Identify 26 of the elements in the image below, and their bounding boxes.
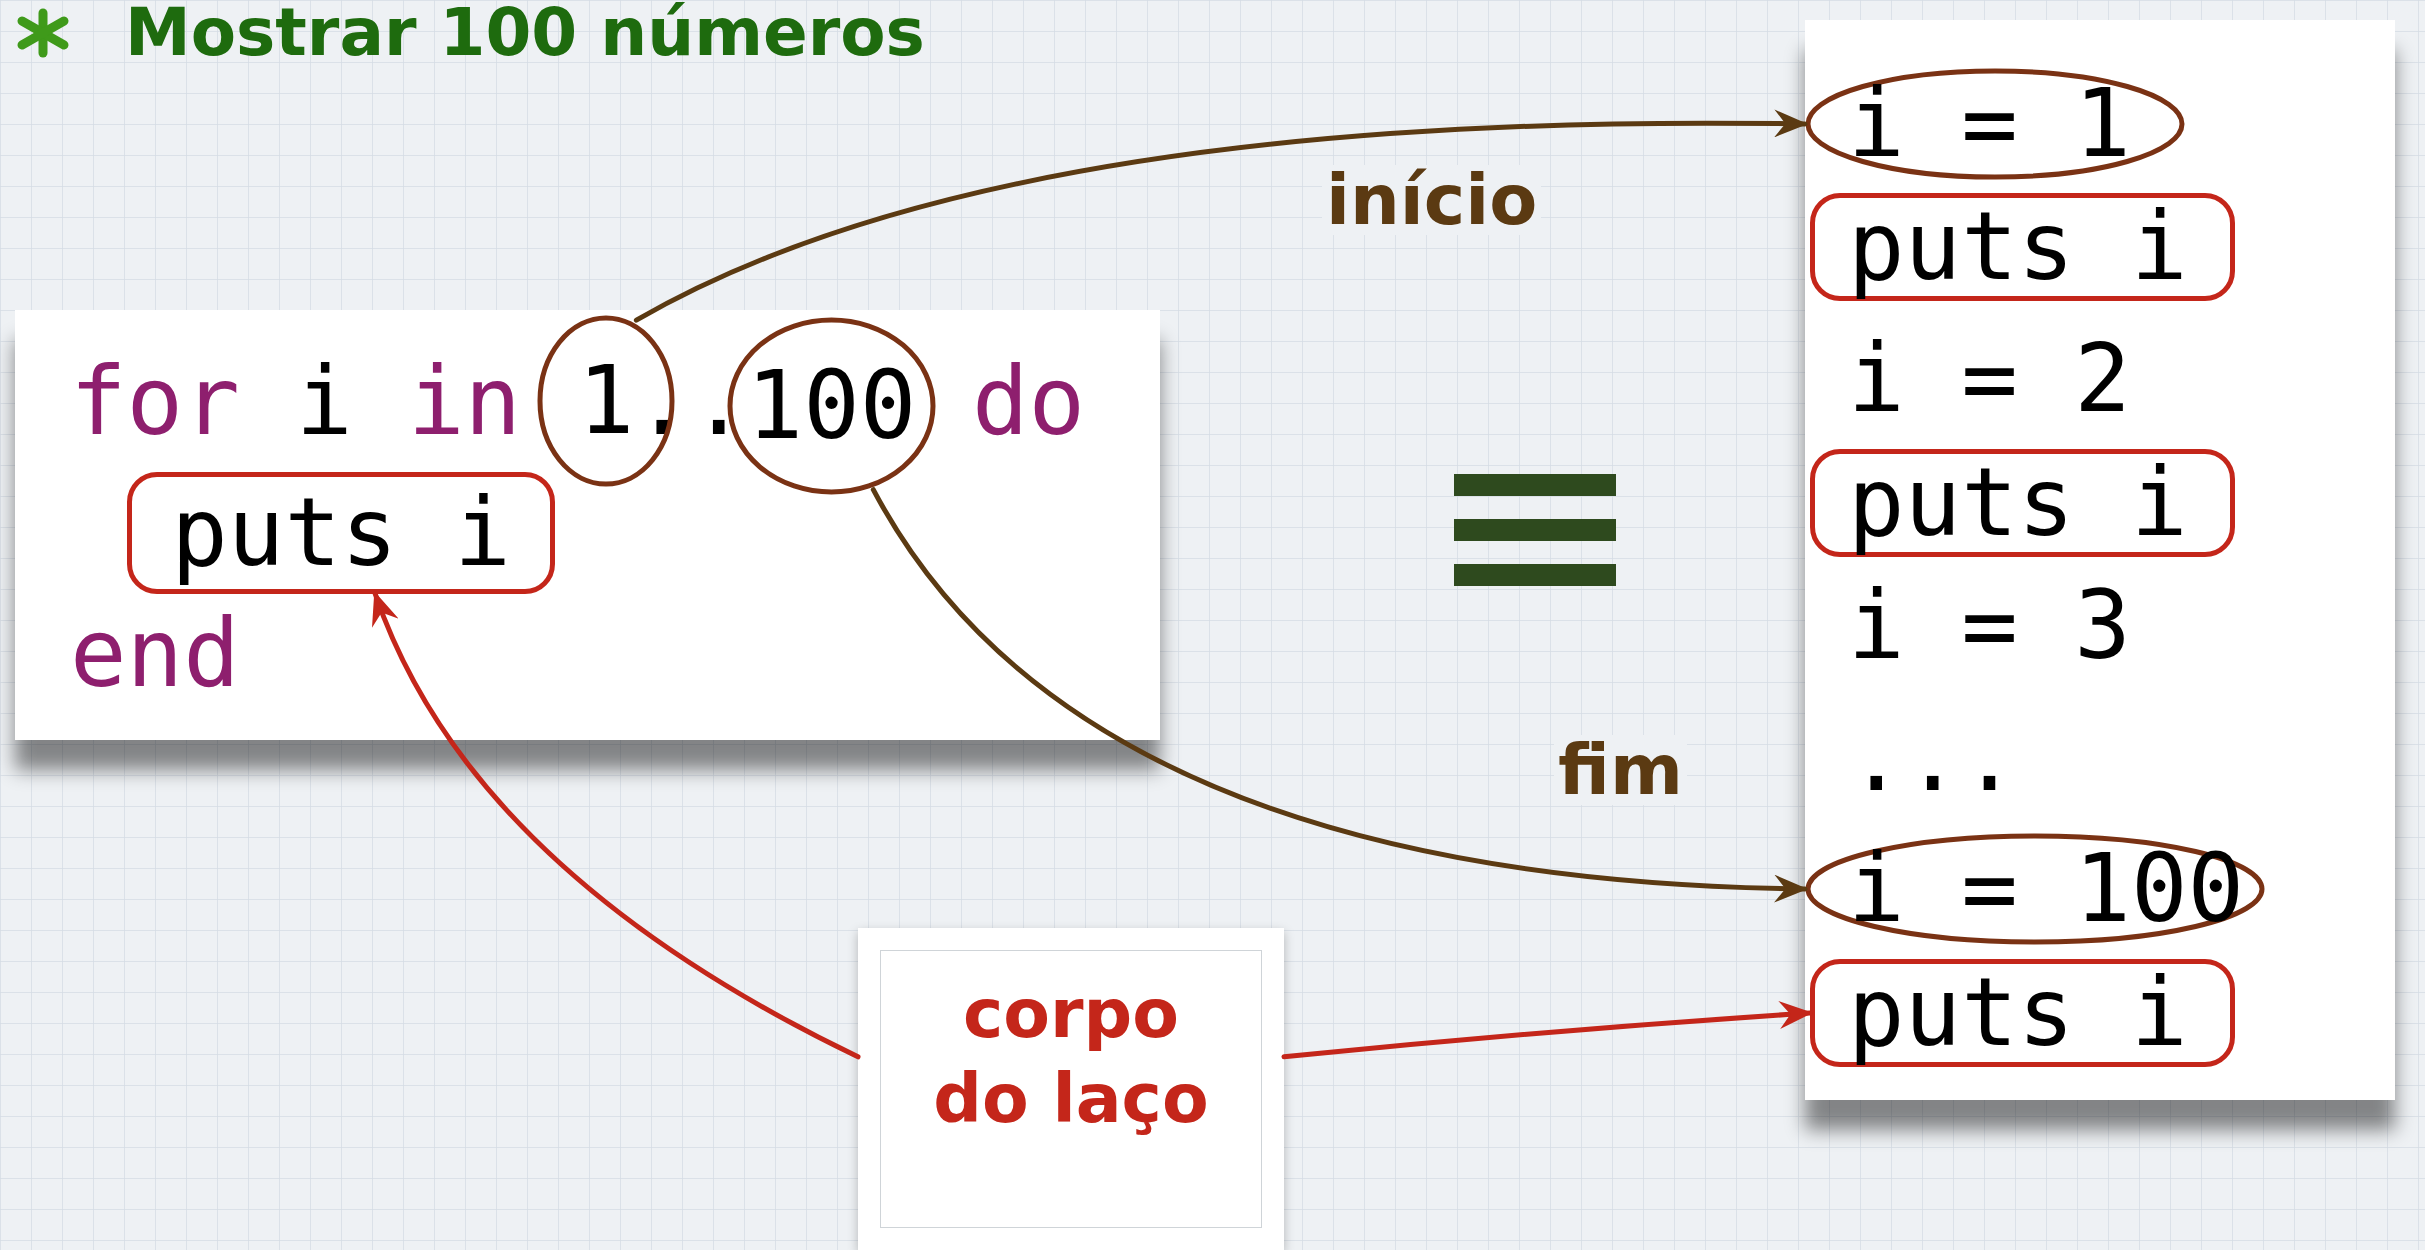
edge-label: fim bbox=[1554, 735, 1687, 805]
code-text: do bbox=[972, 355, 1086, 449]
edge-label: início bbox=[1322, 165, 1542, 235]
curved-arrow bbox=[870, 487, 1808, 902]
paper-sheet bbox=[15, 310, 1160, 740]
code-text: i bbox=[296, 355, 353, 449]
title-text: Mostrar 100 números bbox=[125, 0, 925, 66]
card-label: corpo do laço bbox=[932, 973, 1210, 1140]
circled-code: i = 1 bbox=[1805, 68, 2185, 180]
highlighted-code: puts i bbox=[1810, 193, 2235, 301]
code-text: ... bbox=[1848, 711, 2018, 805]
code-text: i = 3 bbox=[1848, 579, 2131, 673]
code-text: for bbox=[70, 355, 240, 449]
paper-sheet bbox=[1805, 20, 2395, 1100]
circled-code: 100 bbox=[727, 317, 936, 495]
highlighted-code: puts i bbox=[127, 472, 555, 594]
code-text: in bbox=[408, 355, 522, 449]
curved-arrow bbox=[633, 109, 1808, 323]
label-card bbox=[858, 928, 1284, 1250]
highlighted-code: puts i bbox=[1810, 959, 2235, 1067]
curved-arrow bbox=[372, 591, 861, 1060]
code-text: i = 2 bbox=[1848, 332, 2131, 426]
circled-code: i = 100 bbox=[1805, 833, 2265, 945]
code-text: end bbox=[70, 607, 240, 701]
curved-arrow bbox=[1281, 1001, 1813, 1060]
highlighted-code: puts i bbox=[1810, 449, 2235, 557]
